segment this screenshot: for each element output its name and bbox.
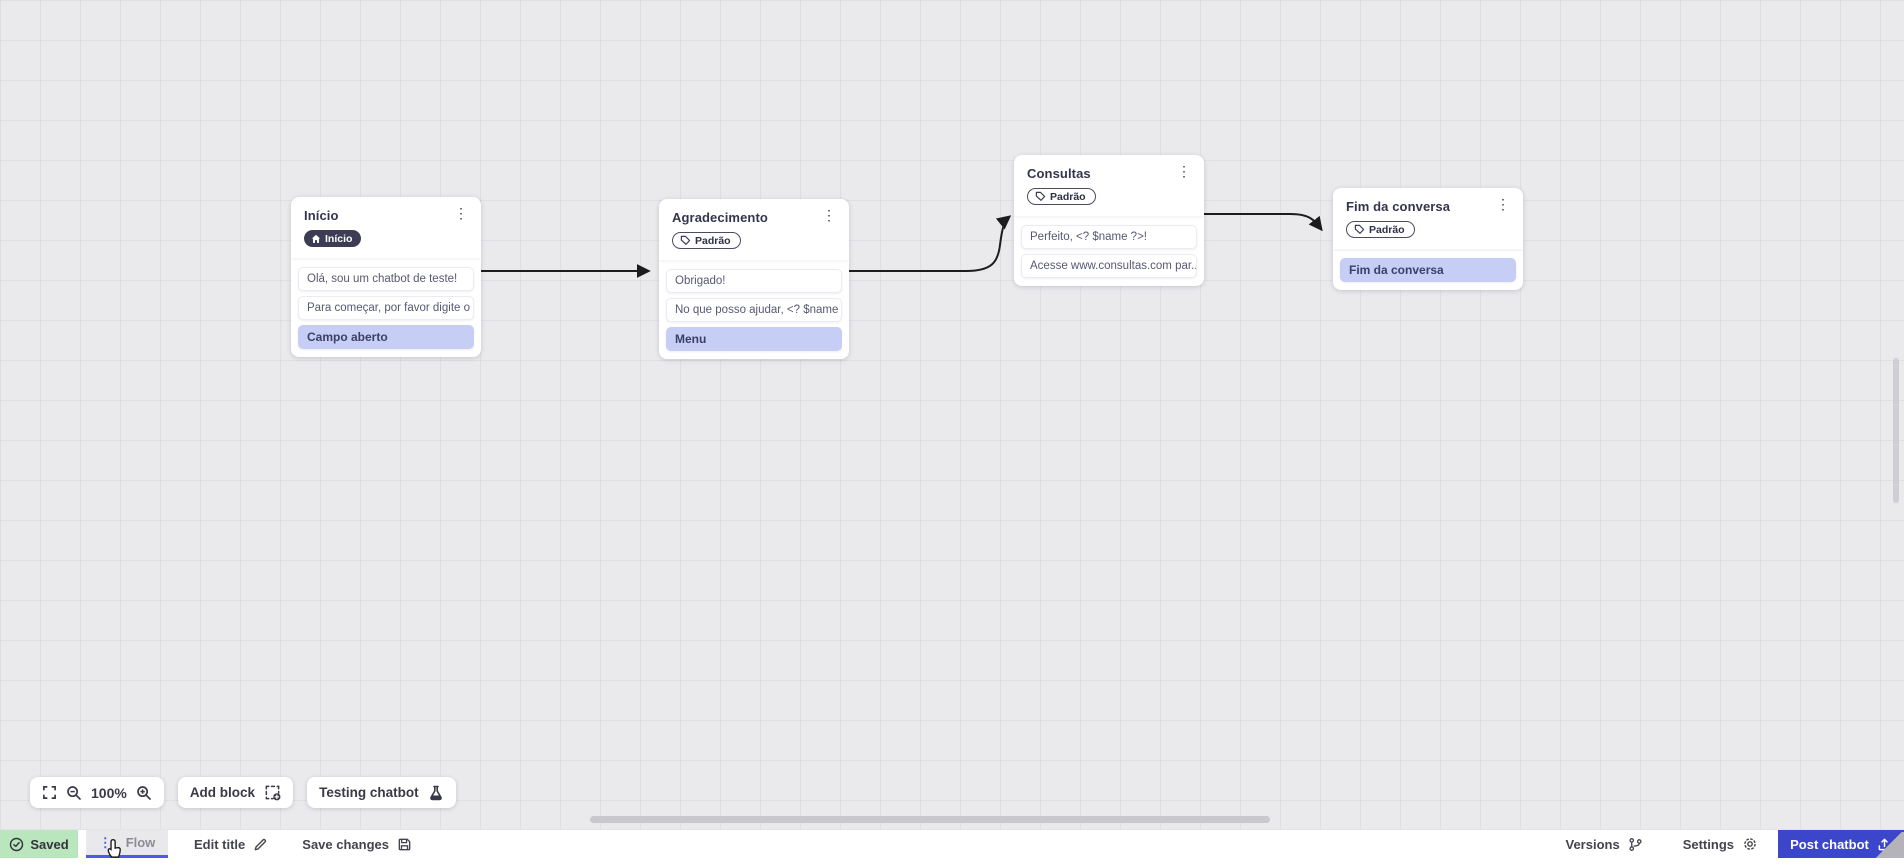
connector-agradecimento-consultas: [849, 217, 1009, 271]
node-badge: Padrão: [1346, 221, 1415, 238]
zoom-out-icon[interactable]: [66, 785, 82, 801]
node-badge: Padrão: [1027, 188, 1096, 205]
canvas-toolbar: 100% Add block Testing chatbot: [30, 777, 456, 808]
node-title: Agradecimento: [672, 210, 768, 225]
node-fim-da-conversa[interactable]: Fim da conversa ⋮ Padrão Fim da conversa: [1333, 188, 1523, 290]
flask-icon: [428, 785, 444, 801]
flow-tab-label: Flow: [126, 835, 156, 850]
node-title: Fim da conversa: [1346, 199, 1450, 214]
zoom-in-icon[interactable]: [136, 785, 152, 801]
versions-button[interactable]: Versions: [1546, 830, 1663, 858]
message-row[interactable]: Olá, sou um chatbot de teste!: [298, 267, 474, 291]
save-icon: [397, 837, 412, 852]
git-branch-icon: [1628, 837, 1643, 852]
node-title: Consultas: [1027, 166, 1091, 181]
connector-consultas-fim: [1204, 214, 1321, 229]
save-changes-button[interactable]: Save changes: [302, 830, 412, 858]
node-title: Início: [304, 208, 339, 223]
fullscreen-icon[interactable]: [42, 785, 57, 800]
tag-icon: [680, 235, 691, 246]
tag-icon: [1035, 191, 1046, 202]
gear-icon: [1742, 836, 1758, 852]
check-circle-icon: [9, 837, 24, 852]
testing-chatbot-button[interactable]: Testing chatbot: [307, 777, 456, 808]
add-block-button[interactable]: Add block: [178, 777, 293, 808]
zoom-level: 100%: [91, 785, 127, 801]
horizontal-scrollbar[interactable]: [590, 816, 1270, 823]
window-resize-grip[interactable]: [1874, 832, 1904, 858]
tag-icon: [1354, 224, 1365, 235]
add-block-icon: [264, 784, 281, 801]
pencil-icon: [253, 837, 268, 852]
message-row[interactable]: No que posso ajudar, <? $name ...: [666, 298, 842, 322]
node-menu-icon[interactable]: ⋮: [1493, 199, 1513, 209]
statusbar: Saved ⋮ Flow Edit title Save changes Ver…: [0, 829, 1904, 858]
menu-row[interactable]: Menu: [666, 327, 842, 351]
node-menu-icon[interactable]: ⋮: [451, 208, 471, 218]
home-icon: [311, 234, 321, 244]
flow-canvas[interactable]: Início ⋮ Início Olá, sou um chatbot de t…: [0, 0, 1904, 829]
message-row[interactable]: Para começar, por favor digite o ...: [298, 296, 474, 320]
message-row[interactable]: Acesse www.consultas.com par...: [1021, 254, 1197, 278]
node-menu-icon[interactable]: ⋮: [819, 210, 839, 220]
drag-handle-icon[interactable]: ⋮: [99, 838, 112, 847]
node-agradecimento[interactable]: Agradecimento ⋮ Padrão Obrigado! No que …: [659, 199, 849, 359]
node-inicio[interactable]: Início ⋮ Início Olá, sou um chatbot de t…: [291, 197, 481, 357]
tab-flow[interactable]: ⋮ Flow: [86, 830, 168, 858]
input-row[interactable]: Campo aberto: [298, 325, 474, 349]
node-menu-icon[interactable]: ⋮: [1174, 166, 1194, 176]
saved-status-badge: Saved: [0, 830, 78, 858]
flow-connectors: [0, 0, 1904, 829]
settings-button[interactable]: Settings: [1663, 830, 1778, 858]
node-consultas[interactable]: Consultas ⋮ Padrão Perfeito, <? $name ?>…: [1014, 155, 1204, 286]
message-row[interactable]: Perfeito, <? $name ?>!: [1021, 225, 1197, 249]
node-badge: Padrão: [672, 232, 741, 249]
edit-title-button[interactable]: Edit title: [194, 830, 268, 858]
message-row[interactable]: Obrigado!: [666, 269, 842, 293]
statusbar-right: Versions Settings Post chatbot: [1546, 830, 1904, 858]
end-row[interactable]: Fim da conversa: [1340, 258, 1516, 282]
vertical-scrollbar[interactable]: [1893, 358, 1899, 503]
node-badge: Início: [304, 230, 361, 247]
zoom-controls: 100%: [30, 777, 164, 808]
